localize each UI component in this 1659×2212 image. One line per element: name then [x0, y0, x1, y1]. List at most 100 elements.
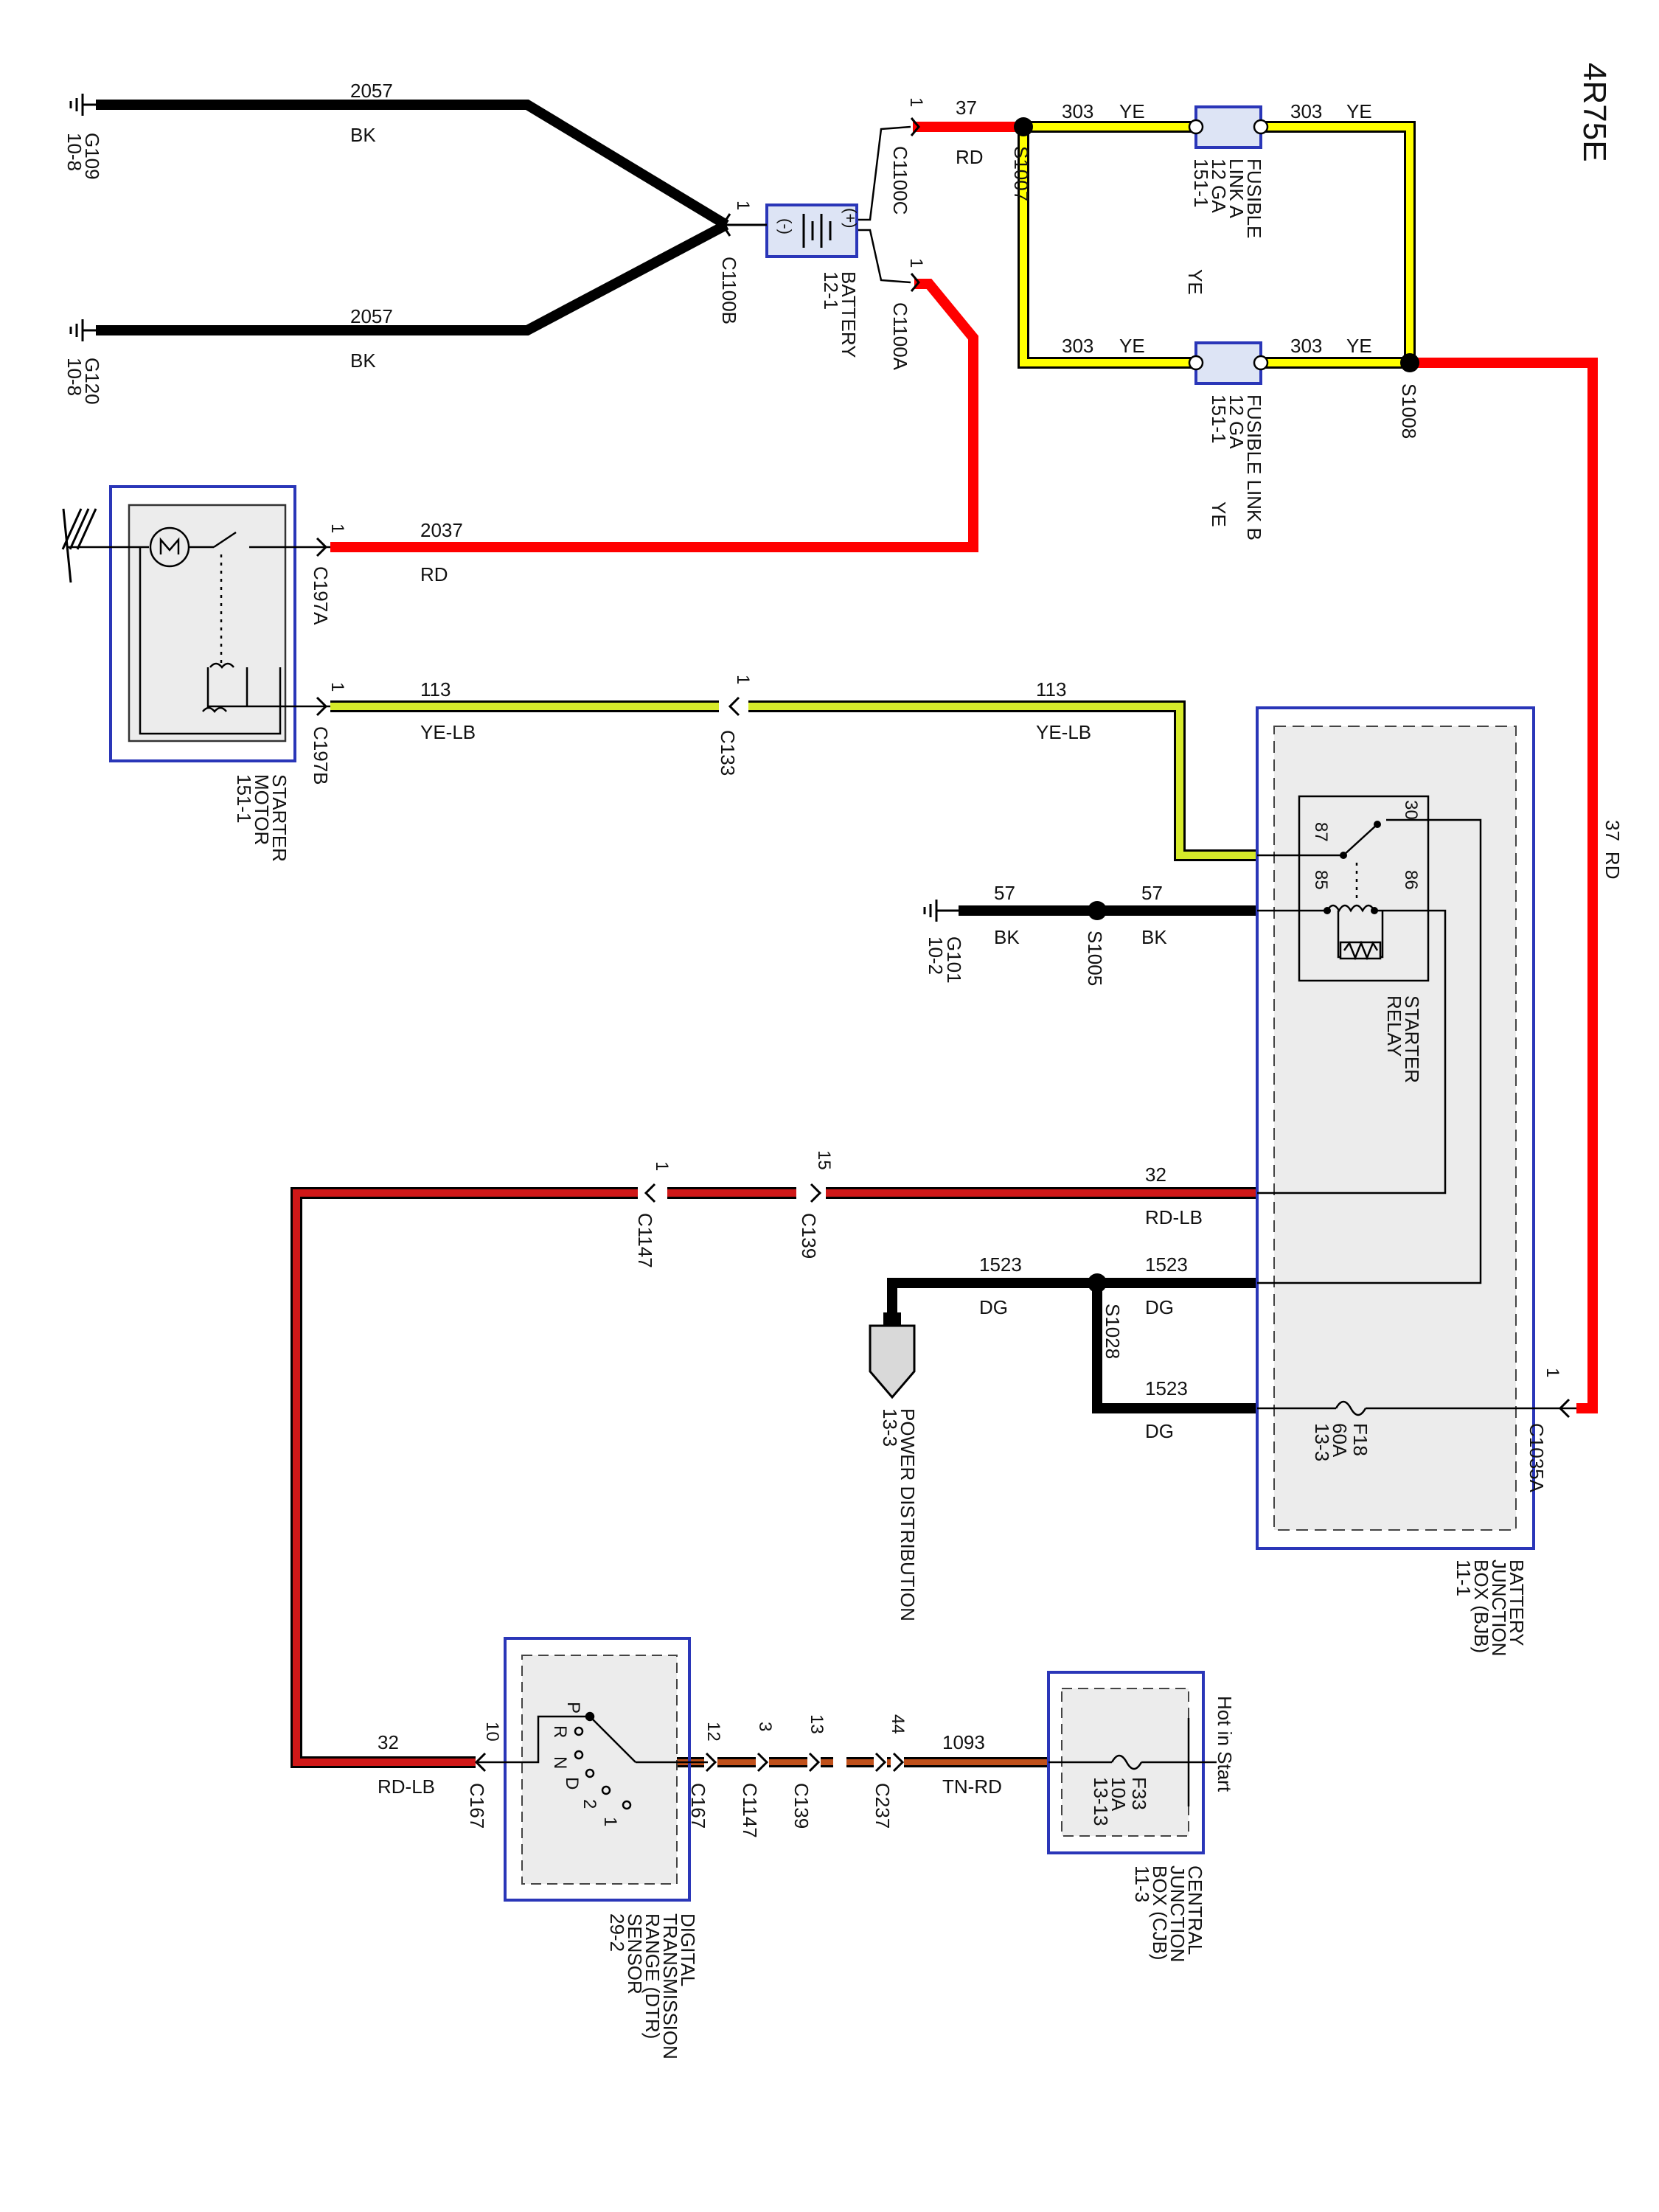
fl-a-line4: 151-1 [1190, 159, 1212, 208]
splice-s1028 [1088, 1273, 1107, 1293]
g109-name: G109 [81, 133, 103, 180]
w2057-bottom-circuit: 2057 [350, 305, 393, 327]
w57-left-color: BK [994, 926, 1020, 948]
battery-neg: (-) [776, 218, 795, 234]
f33-rating: 10A [1107, 1777, 1130, 1812]
w2057-top-color: BK [350, 124, 376, 146]
c1035a-name: C1035A [1526, 1423, 1548, 1493]
cjb-hot: Hot in Start [1214, 1696, 1236, 1792]
w1523-bottom-circuit: 1523 [1145, 1377, 1188, 1399]
w32-top-color: RD-LB [1145, 1206, 1203, 1228]
w1523-left-color: DG [979, 1296, 1008, 1318]
chevron-c139-top [810, 1183, 822, 1203]
dtr-pos-p: P [563, 1702, 583, 1714]
c197a-pin: 1 [327, 524, 347, 533]
relay-pin86: 86 [1401, 870, 1421, 890]
ground-icon-g120 [69, 319, 96, 341]
c1100b-name: C1100B [718, 257, 740, 324]
pd-ref: 13-3 [879, 1408, 901, 1447]
w1523-right-color: DG [1145, 1296, 1174, 1318]
ground-icon-g109 [69, 94, 96, 116]
splice-dots [1014, 117, 1419, 1293]
relay-pin30: 30 [1401, 800, 1421, 820]
labels: 4R75E G109 10-8 G120 10-8 G101 10-2 2057… [63, 63, 1624, 2059]
w1523-left-circuit: 1523 [979, 1253, 1022, 1276]
chevron-c1100b [721, 213, 731, 237]
w2037-color: RD [420, 563, 448, 585]
c197b-pin: 1 [327, 682, 347, 692]
wire-1523-top [887, 1278, 1257, 1327]
c197b-name: C197B [310, 726, 332, 785]
c133-pin: 1 [733, 675, 753, 684]
battery-name: BATTERY [838, 271, 860, 358]
chevron-c1035a [1558, 1398, 1571, 1419]
c167-left-name: C167 [466, 1783, 488, 1829]
s1008-label: S1008 [1398, 383, 1420, 439]
c1100b-pin: 1 [733, 201, 753, 210]
w303-a-right-circuit: 303 [1290, 100, 1322, 122]
w57-right-color: BK [1141, 926, 1167, 948]
c1035a-pin: 1 [1543, 1368, 1562, 1377]
dtr-line5: 29-2 [606, 1913, 628, 1952]
cjb-line1: CENTRAL [1184, 1865, 1206, 1955]
wire-2037 [330, 279, 978, 552]
wire-113-fill [330, 703, 1257, 859]
c237-pin: 44 [888, 1714, 908, 1734]
chevron-c197a [316, 537, 328, 557]
w113-left-circuit: 113 [420, 678, 451, 700]
chevron-c197b [316, 696, 328, 717]
dtr-pos-n: N [550, 1756, 570, 1769]
battery-pos: (+) [841, 208, 860, 229]
fl-a-line1: FUSIBLE [1243, 159, 1265, 238]
wire-1523-bottom [1092, 1283, 1257, 1413]
chevron-c237-a [874, 1752, 887, 1773]
cjb-line3: BOX (CJB) [1149, 1865, 1171, 1961]
cjb-line2: JUNCTION [1166, 1865, 1189, 1962]
starter-motor-line2: MOTOR [251, 774, 273, 845]
chevron-c1100a [910, 273, 920, 292]
page-title: 4R75E [1576, 63, 1613, 162]
relay-pin87: 87 [1311, 822, 1331, 842]
c133-name: C133 [717, 730, 739, 776]
starter-relay-symbol [1257, 795, 1482, 1284]
chevron-c139-bottom [808, 1752, 821, 1773]
w37-top-color: RD [956, 146, 984, 168]
fusible-link-b-symbol [1188, 341, 1269, 385]
w113-right-circuit: 113 [1036, 678, 1066, 700]
wire-2057-bottom [96, 220, 729, 335]
w37-top-circuit: 37 [956, 97, 977, 119]
w57-right-circuit: 57 [1141, 882, 1163, 904]
dtr-pos-d: D [562, 1777, 582, 1790]
c139-bottom-name: C139 [790, 1783, 813, 1829]
relay-pin85: 85 [1311, 870, 1331, 890]
wire-37-right [1410, 358, 1598, 1413]
fusible-link-a-symbol [1188, 105, 1269, 149]
chevron-c237-b [892, 1752, 905, 1773]
g120-name: G120 [81, 358, 103, 405]
fl-b-line1: FUSIBLE LINK B [1243, 394, 1265, 540]
c139-top-pin: 15 [814, 1150, 834, 1170]
f18-rating: 60A [1329, 1423, 1351, 1458]
bjb-line4: 11-1 [1453, 1559, 1475, 1596]
w1523-bottom-color: DG [1145, 1420, 1174, 1442]
w113-right-color: YE-LB [1036, 721, 1091, 743]
c167-left-pin: 10 [482, 1722, 502, 1742]
fuse-f33-symbol [1048, 1718, 1217, 1806]
splice-s1008 [1400, 353, 1419, 372]
w303-b-left-circuit: 303 [1062, 335, 1093, 357]
w1093-circuit: 1093 [942, 1731, 985, 1753]
starter-motor-ground-icon [61, 508, 97, 583]
dtr-line1: DIGITAL [677, 1913, 699, 1986]
w2037-circuit: 2037 [420, 519, 463, 541]
starter-motor-symbol [66, 526, 330, 735]
fl-a-color: YE [1184, 269, 1206, 295]
chevron-c1147-bottom [757, 1752, 769, 1773]
g101-ref: 10-2 [925, 936, 947, 975]
w32-bottom-color: RD-LB [378, 1775, 435, 1798]
w2057-top-circuit: 2057 [350, 80, 393, 102]
pd-name: POWER DISTRIBUTION [897, 1408, 919, 1621]
w303-a-left-circuit: 303 [1062, 100, 1093, 122]
fl-b-color: YE [1208, 501, 1230, 527]
c139-top-name: C139 [798, 1213, 820, 1259]
starter-motor-line1: STARTER [268, 774, 291, 862]
